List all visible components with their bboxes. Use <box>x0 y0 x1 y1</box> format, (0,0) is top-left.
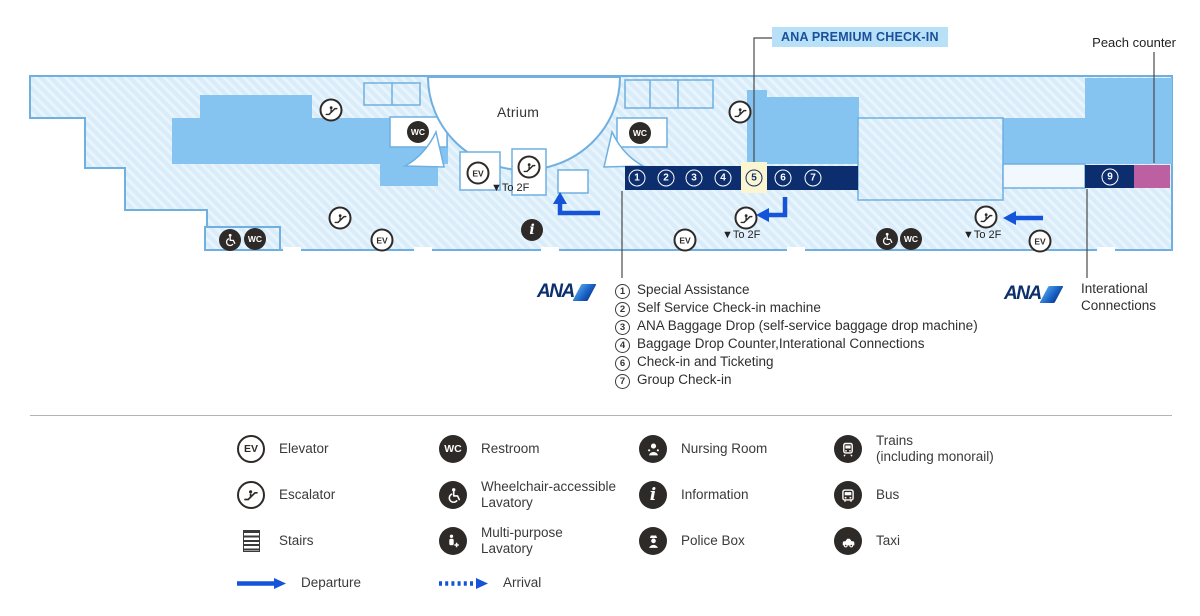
leader-premium-checkin <box>753 37 772 162</box>
legend-divider <box>30 415 1172 416</box>
wheelchair-icon <box>876 228 898 250</box>
train-icon <box>834 435 862 463</box>
map-arrows <box>557 197 1043 221</box>
elevator-icon: EV <box>466 161 490 185</box>
interational-connections-label: Interational Connections <box>1081 281 1157 313</box>
arrow-atrium <box>557 203 600 216</box>
legend-column-3: Nursing Room i Information Police Box <box>636 426 767 564</box>
police-box-icon <box>639 527 667 555</box>
nursing-room-icon <box>639 435 667 463</box>
escalator-icon <box>734 206 758 230</box>
legend-item-nursing-room: Nursing Room <box>636 426 767 472</box>
wheelchair-icon <box>439 481 467 509</box>
atrium-spokes <box>402 129 646 168</box>
legend-column-4: Trains(including monorail) Bus Taxi <box>831 426 994 564</box>
leader-lines <box>621 37 1155 278</box>
restroom-icon: WC <box>900 228 922 250</box>
atrium-label: Atrium <box>497 104 540 120</box>
legend-item-information: i Information <box>636 472 767 518</box>
legend-item-departure: Departure <box>234 564 361 602</box>
escalator-icon <box>728 100 752 124</box>
ana-logo: ANA <box>537 281 597 303</box>
counter-number-1: 1 <box>628 169 646 187</box>
legend-item-restroom: WC Restroom <box>436 426 616 472</box>
restroom-icon: WC <box>439 435 467 463</box>
escalator-icon <box>319 98 343 122</box>
escalator-icon <box>237 481 265 509</box>
counter-number-5-premium: 5 <box>745 169 763 187</box>
multipurpose-lavatory-icon <box>439 527 467 555</box>
ana-premium-checkin-label: ANA PREMIUM CHECK-IN <box>772 27 948 47</box>
arrival-arrow-icon <box>436 577 492 590</box>
legend-item-police-box: Police Box <box>636 518 767 564</box>
counter-number-7: 7 <box>804 169 822 187</box>
counter-number-6: 6 <box>774 169 792 187</box>
elevator-icon: EV <box>370 228 394 252</box>
restroom-icon: WC <box>407 121 429 143</box>
bus-icon <box>834 481 862 509</box>
legend-item-taxi: Taxi <box>831 518 994 564</box>
elevator-icon: EV <box>237 435 265 463</box>
legend-item-elevator: EV Elevator <box>234 426 361 472</box>
counter-number-2: 2 <box>657 169 675 187</box>
door-gaps <box>283 247 1115 252</box>
escalator-icon <box>974 205 998 229</box>
elevator-icon: EV <box>673 228 697 252</box>
counter-number-3: 3 <box>685 169 703 187</box>
legend-item-stairs: Stairs <box>234 518 361 564</box>
legend-item-escalator: Escalator <box>234 472 361 518</box>
to-2f-label-center: ▼To 2F <box>722 229 761 241</box>
stairs-icon <box>242 530 260 552</box>
departure-arrow-icon <box>234 577 290 590</box>
counter-number-9: 9 <box>1101 168 1119 186</box>
legend-item-trains: Trains(including monorail) <box>831 426 994 472</box>
wheelchair-icon <box>219 229 241 251</box>
counter-number-4: 4 <box>714 169 732 187</box>
legend-column-1: EV Elevator Escalator Stairs Departure <box>234 426 361 602</box>
map-arrowheads <box>553 192 1016 225</box>
escalator-icon <box>328 206 352 230</box>
legend-item-bus: Bus <box>831 472 994 518</box>
taxi-icon <box>834 527 862 555</box>
restroom-icon: WC <box>244 228 266 250</box>
elevator-icon: EV <box>1028 229 1052 253</box>
peach-counter-label: Peach counter <box>1092 35 1176 50</box>
to-2f-label-right: ▼To 2F <box>963 229 1002 241</box>
information-icon: i <box>521 219 543 241</box>
information-icon: i <box>639 481 667 509</box>
to-2f-label-atrium: ▼To 2F <box>491 182 530 194</box>
arrow-counter <box>767 197 788 218</box>
peach-counter-block <box>1134 165 1170 188</box>
ana-logo: ANA <box>1004 283 1064 305</box>
legend-item-arrival: Arrival <box>436 564 616 602</box>
escalator-icon <box>517 155 541 179</box>
restroom-icon: WC <box>629 122 651 144</box>
